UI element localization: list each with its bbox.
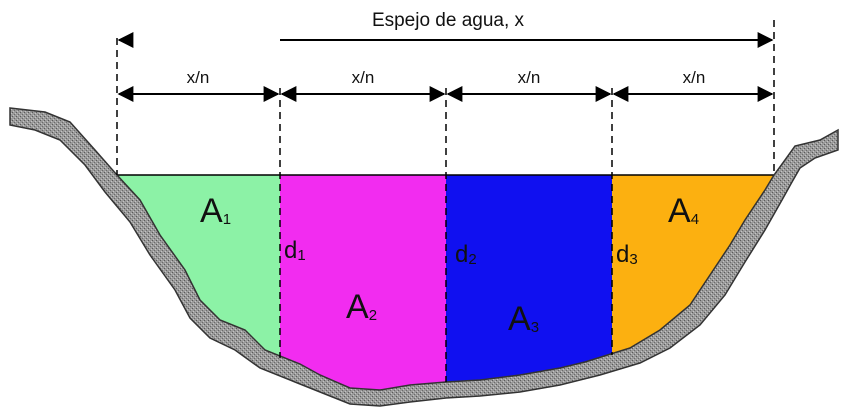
depth-label-d1-base: d	[284, 237, 297, 264]
diagram-title: Espejo de agua, x	[372, 10, 525, 31]
segment-label-4: x/n	[683, 68, 706, 87]
area-label-a4: A4	[668, 192, 699, 230]
depth-label-d2-subscript: 2	[468, 251, 476, 268]
area-a1-region	[117, 175, 280, 358]
boundary-lines	[116, 20, 775, 382]
area-label-a3: A3	[508, 300, 539, 338]
area-a3-region	[446, 175, 612, 382]
area-label-a2-subscript: 2	[369, 307, 377, 324]
area-sections	[117, 175, 774, 390]
area-label-a1-subscript: 1	[223, 211, 231, 228]
area-a4-region	[612, 175, 774, 355]
area-label-a4-base: A	[668, 192, 691, 230]
area-label-a2: A2	[346, 288, 377, 326]
area-label-a3-subscript: 3	[531, 319, 539, 336]
depth-label-d2-base: d	[455, 241, 468, 268]
segment-label-2: x/n	[352, 68, 375, 87]
area-label-a2-base: A	[346, 288, 369, 326]
area-label-a1: A1	[200, 192, 231, 230]
area-label-a4-subscript: 4	[691, 211, 699, 228]
area-label-a3-base: A	[508, 300, 531, 338]
segment-label-3: x/n	[518, 68, 541, 87]
depth-label-d3: d3	[616, 241, 638, 268]
depth-label-d1: d1	[284, 237, 306, 264]
channel-bed-ground	[9, 107, 839, 407]
area-label-a1-base: A	[200, 192, 223, 230]
depth-label-d3-base: d	[616, 241, 629, 268]
segment-label-1: x/n	[187, 68, 210, 87]
depth-label-d1-subscript: 1	[297, 247, 305, 264]
depth-label-d2: d2	[455, 241, 477, 268]
depth-label-d3-subscript: 3	[629, 251, 637, 268]
area-a2-region	[280, 175, 446, 390]
